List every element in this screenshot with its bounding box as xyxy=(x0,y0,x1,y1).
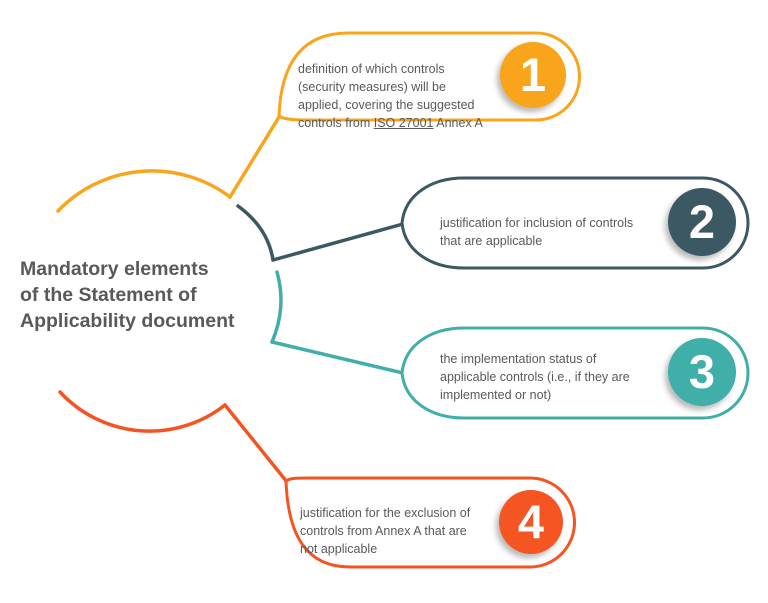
number-badge-3 xyxy=(668,338,736,406)
number-text-1: 1 xyxy=(520,48,546,101)
center-arc-segment-1 xyxy=(56,169,232,213)
connector-line-1 xyxy=(228,115,281,199)
number-text-4: 4 xyxy=(518,495,544,548)
center-arc-segment-3 xyxy=(270,270,283,344)
bubble-outline-4 xyxy=(284,476,576,569)
bubble-outline-3 xyxy=(400,326,750,420)
number-text-3: 3 xyxy=(689,345,715,398)
bubble-outline-2 xyxy=(400,176,750,270)
connector-line-4 xyxy=(223,403,289,484)
bubble-text-4: justification for the exclusion of contr… xyxy=(300,506,471,556)
connector-line-2 xyxy=(271,222,405,262)
connector-line-3 xyxy=(270,340,405,375)
bubble-text-1: definition of which controls (security m… xyxy=(298,42,528,132)
center-arc-segment-4 xyxy=(58,390,227,433)
bubble-text-3: the implementation status of applicable … xyxy=(440,352,630,402)
diagram-title: Mandatory elements of the Statement of A… xyxy=(20,258,235,332)
number-badge-4 xyxy=(499,490,563,554)
iso-27001-link[interactable]: ISO 27001 xyxy=(373,116,434,130)
center-arc-segment-2 xyxy=(236,204,275,262)
bubble-1-text-before: definition of which controls (security m… xyxy=(298,62,475,130)
number-badge-1 xyxy=(500,42,566,108)
bubble-text-2: justification for inclusion of controls … xyxy=(440,216,634,248)
number-badge-2 xyxy=(668,188,736,256)
bubble-1-text-after: Annex A xyxy=(433,116,483,130)
bubble-outline-1 xyxy=(277,31,581,122)
number-text-2: 2 xyxy=(689,195,715,248)
